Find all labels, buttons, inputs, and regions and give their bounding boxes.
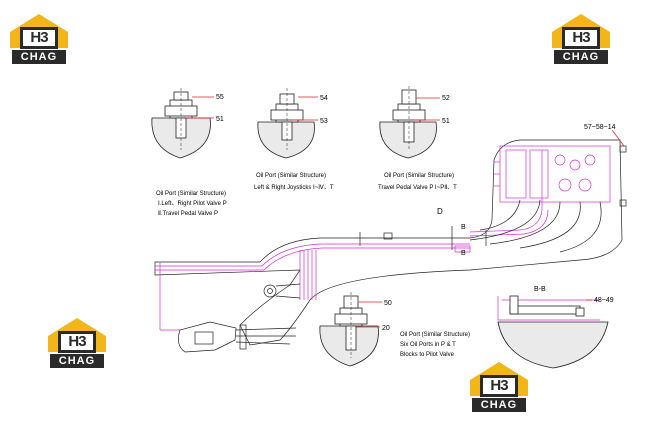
watermark-logo: H3 CHAG <box>552 14 610 66</box>
fitting-detail-1 <box>151 88 214 159</box>
logo-band: CHAG <box>12 50 66 64</box>
note-3-line-2: Travel Pedal Valve P Ⅰ~PⅡ、T <box>378 185 457 191</box>
note-4-line-2: Six Oil Ports in P & T <box>400 342 456 348</box>
note-3: Oil Port (Similar Structure) Travel Peda… <box>378 173 457 191</box>
pilot-manifold <box>178 283 301 353</box>
note-1-line-3: Ⅱ.Travel Pedal Valve P <box>158 211 218 217</box>
watermark-logo: H3 CHAG <box>48 318 106 370</box>
note-2-line-2: Left & Right Joysticks Ⅰ~Ⅳ、T <box>254 185 334 191</box>
note-3-line-1: Oil Port (Similar Structure) <box>384 173 454 179</box>
label-52: 52 <box>442 95 450 102</box>
watermark-logo: H3 CHAG <box>10 14 68 66</box>
label-20: 20 <box>382 325 390 332</box>
logo-band: CHAG <box>50 354 104 368</box>
note-1-line-2: Ⅰ.Left、Right Pilot Valve P <box>158 201 227 207</box>
label-55: 55 <box>216 94 224 101</box>
label-57-58-14: 57~58~14 <box>584 124 616 131</box>
fitting-detail-4 <box>319 292 382 367</box>
pilot-pipe-bundle <box>155 150 600 331</box>
label-53: 53 <box>320 118 328 125</box>
section-arrows <box>359 226 487 250</box>
logo-mark: H3 <box>20 27 58 49</box>
label-50: 50 <box>384 300 392 307</box>
note-2: Oil Port (Similar Structure) Left & Righ… <box>254 173 334 191</box>
pipe-route-outline <box>154 139 623 346</box>
note-1: Oil Port (Similar Structure) Ⅰ.Left、Righ… <box>156 191 227 217</box>
note-4: Oil Port (Similar Structure) Six Oil Por… <box>400 332 470 358</box>
fitting-detail-2 <box>257 88 318 159</box>
note-2-line-1: Oil Port (Similar Structure) <box>256 173 326 179</box>
control-valve-block <box>494 145 611 203</box>
leader-57 <box>611 129 625 147</box>
section-bb-detail <box>497 295 609 369</box>
note-1-line-1: Oil Port (Similar Structure) <box>156 191 226 197</box>
label-section-b-upper: B <box>461 224 466 231</box>
note-4-line-3: Blocks to Pilot Valve <box>400 352 455 358</box>
logo-mark: H3 <box>480 375 518 397</box>
label-51b: 51 <box>442 118 450 125</box>
fitting-detail-3 <box>379 86 440 159</box>
label-section-b-lower: B <box>461 250 466 257</box>
label-section-bb: B-B <box>534 286 546 293</box>
label-54: 54 <box>320 95 328 102</box>
label-48-49: 48~49 <box>594 297 614 304</box>
valve-hoses <box>469 145 627 253</box>
logo-mark: H3 <box>562 27 600 49</box>
label-51: 51 <box>216 116 224 123</box>
logo-mark: H3 <box>58 331 96 353</box>
logo-band: CHAG <box>472 398 526 412</box>
label-view-d: D <box>437 207 443 216</box>
logo-band: CHAG <box>554 50 608 64</box>
watermark-logo: H3 CHAG <box>470 362 528 414</box>
note-4-line-1: Oil Port (Similar Structure) <box>400 332 470 338</box>
